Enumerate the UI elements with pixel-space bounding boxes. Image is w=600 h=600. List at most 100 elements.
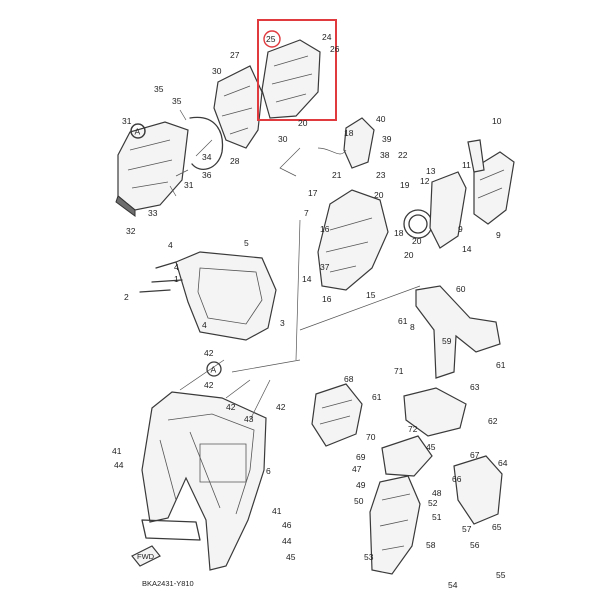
callout-41: 41	[112, 446, 122, 456]
callout-4: 4	[174, 262, 179, 272]
callout-9: 9	[458, 224, 463, 234]
callout-22: 22	[398, 150, 408, 160]
callout-52: 52	[428, 498, 438, 508]
callout-25: 25	[266, 34, 276, 44]
callout-15: 15	[366, 290, 376, 300]
center-bracket-assembly	[317, 117, 433, 291]
meter-housing	[213, 65, 263, 149]
callout-1: 1	[174, 274, 179, 284]
callout-42: 42	[204, 348, 214, 358]
callout-59: 59	[442, 336, 452, 346]
callout-20: 20	[412, 236, 422, 246]
callout-43: 43	[244, 414, 254, 424]
right-side-bracket	[415, 285, 501, 379]
callout-61: 61	[372, 392, 382, 402]
callout-16: 16	[320, 224, 330, 234]
highlight-circle	[263, 30, 281, 48]
callout-56: 56	[470, 540, 480, 550]
catalog-code: BKA2431-Y810	[142, 579, 194, 588]
callout-5: 5	[244, 238, 249, 248]
reference-marker-a-bottom: A	[206, 361, 222, 377]
callout-31: 31	[184, 180, 194, 190]
callout-10: 10	[492, 116, 502, 126]
callout-45: 45	[426, 442, 436, 452]
callout-64: 64	[498, 458, 508, 468]
callout-8: 8	[410, 322, 415, 332]
callout-47: 47	[352, 464, 362, 474]
marker-a-label: A	[211, 365, 217, 375]
callout-20: 20	[404, 250, 414, 260]
callout-16: 16	[322, 294, 332, 304]
callout-45: 45	[286, 552, 296, 562]
callout-42: 42	[226, 402, 236, 412]
callout-44: 44	[114, 460, 124, 470]
callout-23: 23	[376, 170, 386, 180]
callout-61: 61	[398, 316, 408, 326]
right-front-panel	[429, 139, 515, 249]
callout-27: 27	[230, 50, 240, 60]
callout-13: 13	[426, 166, 436, 176]
callout-49: 49	[356, 480, 366, 490]
leader-lines	[169, 109, 421, 421]
callout-42: 42	[204, 380, 214, 390]
callout-28: 28	[230, 156, 240, 166]
callout-51: 51	[432, 512, 442, 522]
callout-54: 54	[448, 580, 458, 590]
callout-7: 7	[304, 208, 309, 218]
callout-35: 35	[172, 96, 182, 106]
callout-65: 65	[492, 522, 502, 532]
callout-34: 34	[202, 152, 212, 162]
marker-a-label: A	[135, 127, 141, 137]
reference-marker-a-top: A	[130, 123, 146, 139]
callout-48: 48	[432, 488, 442, 498]
callout-67: 67	[470, 450, 480, 460]
callout-35: 35	[154, 84, 164, 94]
callout-66: 66	[452, 474, 462, 484]
callout-46: 46	[282, 520, 292, 530]
callout-62: 62	[488, 416, 498, 426]
callout-2: 2	[124, 292, 129, 302]
front-direction-tag: FWD	[131, 545, 161, 567]
callout-32: 32	[126, 226, 136, 236]
callout-44: 44	[282, 536, 292, 546]
callout-63: 63	[470, 382, 480, 392]
callout-20: 20	[374, 190, 384, 200]
callout-14: 14	[302, 274, 312, 284]
callout-42: 42	[276, 402, 286, 412]
callout-70: 70	[366, 432, 376, 442]
callout-6: 6	[266, 466, 271, 476]
callout-19: 19	[400, 180, 410, 190]
callout-57: 57	[462, 524, 472, 534]
lower-frame	[141, 359, 267, 571]
part-25-cover-panel	[257, 19, 337, 121]
callout-33: 33	[148, 208, 158, 218]
callout-4: 4	[202, 320, 207, 330]
callout-58: 58	[426, 540, 436, 550]
callout-38: 38	[380, 150, 390, 160]
callout-21: 21	[332, 170, 342, 180]
callout-61: 61	[496, 360, 506, 370]
callout-31: 31	[122, 116, 132, 126]
callout-50: 50	[354, 496, 364, 506]
front-brace	[139, 251, 277, 341]
callout-37: 37	[320, 262, 330, 272]
callout-11: 11	[462, 160, 471, 170]
callout-3: 3	[280, 318, 285, 328]
highlight-box	[257, 19, 337, 121]
callout-60: 60	[456, 284, 466, 294]
callout-69: 69	[356, 452, 366, 462]
callout-30: 30	[212, 66, 222, 76]
callout-4: 4	[168, 240, 173, 250]
callout-18: 18	[344, 128, 354, 138]
callout-72: 72	[408, 424, 418, 434]
side-cover-assembly	[115, 116, 224, 217]
callout-71: 71	[394, 366, 404, 376]
callout-55: 55	[496, 570, 506, 580]
callout-20: 20	[298, 118, 308, 128]
front-tag-label: FWD	[137, 552, 155, 561]
callout-24: 24	[322, 32, 332, 42]
callout-36: 36	[202, 170, 212, 180]
callout-26: 26	[330, 44, 340, 54]
